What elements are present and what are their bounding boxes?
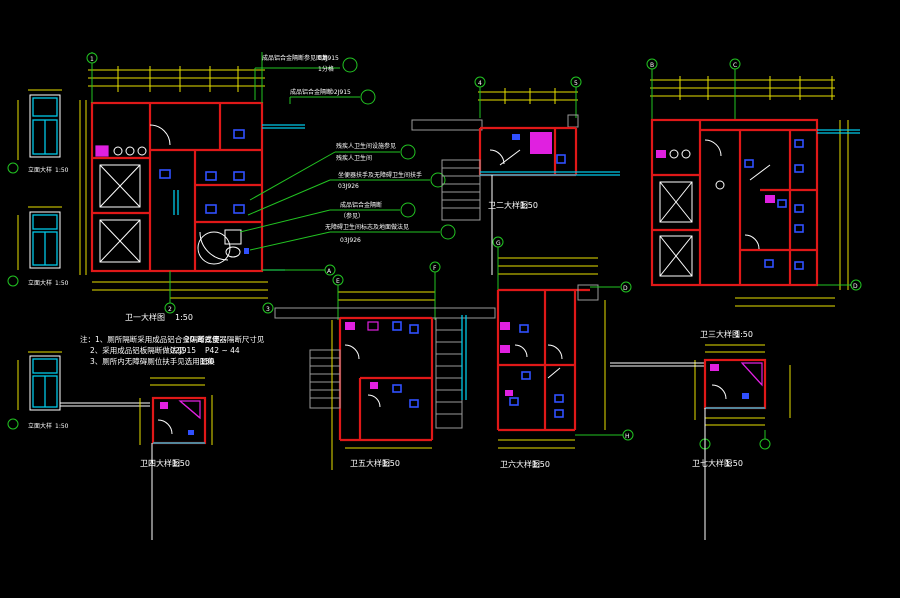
axis-label: 2 bbox=[168, 306, 172, 313]
callout-1-ref: 02J915 bbox=[318, 55, 339, 62]
callout-1-sub: 1分格 bbox=[318, 65, 334, 73]
axis-label: H bbox=[625, 433, 630, 440]
callout-3: 残疾人卫生间设施参见 bbox=[336, 142, 396, 150]
plan-5-toilet-layout: E F 卫五大样图 1:50 bbox=[274, 261, 496, 470]
callout-3-sub: 残疾人卫生间 bbox=[336, 154, 372, 162]
axis-label: 4 bbox=[478, 80, 482, 87]
plan-6-scale: 1:50 bbox=[532, 460, 550, 469]
window-3-scale: 1:50 bbox=[55, 423, 69, 430]
plan-2-title: 卫二大样图 bbox=[488, 200, 528, 210]
plan-3-toilet-layout: B C bbox=[646, 58, 862, 339]
plan-5-title: 卫五大样图 bbox=[350, 458, 390, 468]
axis-label: D bbox=[623, 285, 628, 292]
plan-4-toilet-layout: 卫四大样图 1:50 bbox=[139, 377, 213, 540]
note-line-1b: 20 蹲式便器隔断尺寸见 bbox=[185, 334, 265, 344]
plan-1-scale: 1:50 bbox=[175, 313, 193, 322]
window-elevation-3: 立面大样 1:50 bbox=[7, 351, 150, 430]
plan-1-title: 卫一大样图 bbox=[125, 312, 165, 322]
callout-6-ref: 03J926 bbox=[340, 237, 361, 244]
window-2-title: 立面大样 bbox=[28, 279, 52, 287]
plan-6-title: 卫六大样图 bbox=[500, 459, 540, 469]
axis-label: 5 bbox=[574, 80, 578, 87]
window-elevation-2: 立面大样 1:50 bbox=[7, 206, 69, 287]
axis-label: 1 bbox=[90, 56, 94, 63]
general-notes: 注：1、厕所隔断采用成品铝合金隔断厚度 20 蹲式便器隔断尺寸见 2、采用成品铝… bbox=[80, 334, 265, 366]
axis-label: A bbox=[327, 268, 332, 275]
note-line-3: 3、厕所内无障碍厕位扶手见选用图集 bbox=[90, 356, 215, 366]
axis-label: F bbox=[433, 265, 437, 272]
callout-4-ref: 03J926 bbox=[338, 183, 359, 190]
window-3-title: 立面大样 bbox=[28, 422, 52, 430]
callout-2: 成品铝合金隔断 bbox=[290, 88, 332, 96]
plan-7-scale: 1:50 bbox=[725, 459, 743, 468]
axis-label: D bbox=[853, 283, 858, 290]
note-line-3b: 150 bbox=[200, 357, 215, 366]
axis-label: G bbox=[496, 240, 501, 247]
plan-4-scale: 1:50 bbox=[172, 459, 190, 468]
note-line-1: 注：1、厕所隔断采用成品铝合金隔断厚度 bbox=[80, 334, 220, 344]
plan-3-scale: 1:50 bbox=[735, 330, 753, 339]
axis-label: E bbox=[336, 278, 340, 285]
plan-6-toilet-layout: G H D bbox=[435, 236, 634, 469]
note-line-2c: P42 ~ 44 bbox=[205, 346, 240, 355]
callout-4: 坐便器扶手及无障碍卫生间扶手 bbox=[338, 171, 422, 179]
plan-7-title: 卫七大样图 bbox=[692, 458, 732, 468]
callout-5: 成品铝合金隔断 bbox=[340, 201, 382, 209]
axis-label: C bbox=[733, 62, 737, 69]
axis-label: B bbox=[650, 62, 654, 69]
plan-1-toilet-layout: 1 2 3 A 卫一大样图 1:50 bbox=[79, 52, 336, 322]
callout-2-ref: 02J915 bbox=[330, 89, 351, 96]
plan-3-title: 卫三大样图 bbox=[700, 329, 740, 339]
note-line-2: 2、采用成品铝板隔断做法见 bbox=[90, 345, 185, 355]
callout-1: 成品铝合金隔断参见图集 bbox=[262, 54, 328, 62]
window-1-scale: 1:50 bbox=[55, 167, 69, 174]
axis-label: 3 bbox=[266, 306, 270, 313]
window-elevation-1: 立面大样 1:50 bbox=[7, 89, 69, 174]
window-1-title: 立面大样 bbox=[28, 166, 52, 174]
plan-2-scale: 1:50 bbox=[520, 201, 538, 210]
plan-4-title: 卫四大样图 bbox=[140, 458, 180, 468]
window-2-scale: 1:50 bbox=[55, 280, 69, 287]
callout-5-sub: （参见） bbox=[340, 212, 364, 220]
callout-leaders bbox=[239, 57, 456, 251]
plan-7-toilet-layout: 卫七大样图 1:50 bbox=[610, 344, 791, 540]
callout-6: 无障碍卫生间标志及地面做法见 bbox=[325, 223, 409, 231]
plan-5-scale: 1:50 bbox=[382, 459, 400, 468]
note-line-2b: 02J915 bbox=[170, 346, 196, 355]
plan-2-toilet-layout: 4 5 卫二大样图 1:50 bbox=[411, 76, 620, 275]
